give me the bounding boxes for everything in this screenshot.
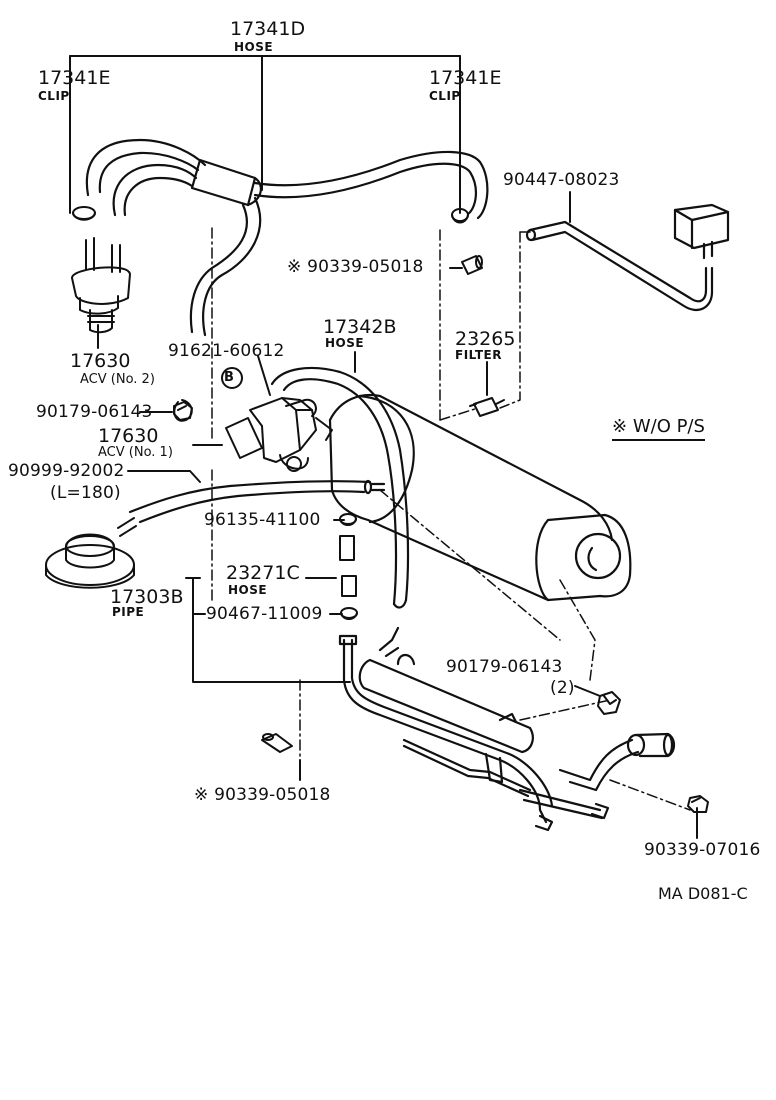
hose-17341d-name: HOSE (234, 40, 274, 54)
plug-upper-drawing (461, 255, 483, 275)
filter-drawing (469, 397, 505, 417)
clip-right-number: 17341E (429, 67, 502, 89)
nut-right-qty: (2) (550, 678, 575, 698)
circle-b-marker (221, 367, 243, 389)
without-power-steering-note: ※ W/O P/S (612, 418, 705, 441)
pipe-17303b-number: 17303B (110, 586, 184, 608)
hose-23271c-number: 23271C (226, 562, 300, 584)
hose-17341d-number: 17341D (230, 18, 306, 40)
clip-90467-number: 90467-11009 (206, 604, 323, 624)
plug-upper-label: ※ 90339-05018 (287, 259, 424, 276)
pipe-assembly-drawing (338, 626, 676, 832)
plug-lower-number: 90339-05018 (214, 785, 331, 805)
nut-right-number: 90179-06143 (446, 657, 563, 677)
nut-left-drawing (173, 401, 193, 421)
small-clips-drawing (339, 513, 358, 620)
hose-90447-number: 90447-08023 (503, 170, 620, 190)
acv-no1-name: ACV (No. 1) (98, 445, 173, 460)
acv-no2-name: ACV (No. 2) (80, 372, 155, 387)
clip-left-name: CLIP (38, 89, 70, 103)
nut-right-drawing (597, 691, 621, 715)
hose-17342b-number: 17342B (323, 316, 397, 338)
hose-90999-length: (L=180) (50, 483, 121, 503)
clip-left-drawing (72, 206, 96, 221)
pipe-17303b-name: PIPE (112, 605, 145, 619)
plug-lower-label: ※ 90339-05018 (194, 787, 331, 804)
hose-90999-number: 90999-92002 (8, 461, 125, 481)
vacuum-hose-assembly (85, 138, 489, 337)
filter-number: 23265 (455, 328, 516, 350)
acv-no2-number: 17630 (70, 350, 131, 372)
note-symbol: ※ (612, 416, 628, 437)
acv-no2-drawing (71, 237, 131, 334)
hose-17342b-drawing (270, 366, 410, 609)
plug-07016-number: 90339-07016 (644, 840, 761, 860)
leader-lines (69, 55, 698, 839)
plug-07016-drawing (687, 795, 709, 813)
plug-upper-number: 90339-05018 (307, 257, 424, 277)
clip-right-name: CLIP (429, 89, 461, 103)
charcoal-canister-drawing (328, 394, 632, 602)
clip-left-number: 17341E (38, 67, 111, 89)
clip-96135-number: 96135-41100 (204, 510, 321, 530)
right-hose-drawing (525, 203, 730, 311)
hose-90999-drawing (128, 479, 386, 524)
plug-lower-mark: ※ (194, 785, 209, 805)
plug-upper-mark: ※ (287, 257, 302, 277)
filter-name: FILTER (455, 348, 502, 362)
nut-left-number: 90179-06143 (36, 402, 153, 422)
note-text: W/O P/S (632, 416, 705, 437)
hose-23271c-name: HOSE (228, 583, 268, 597)
acv-no1-number: 17630 (98, 425, 159, 447)
valve-17303b-drawing (45, 517, 137, 589)
plug-lower-drawing (261, 733, 293, 753)
diagram-code: MA D081-C (658, 884, 748, 903)
alignment-lines (211, 227, 691, 811)
clip-right-drawing (451, 208, 469, 224)
hose-17342b-name: HOSE (325, 336, 365, 350)
bolt-91621-number: 91621-60612 (168, 341, 285, 361)
circle-b-letter: B (224, 370, 234, 385)
acv-no1-drawing (173, 397, 333, 472)
